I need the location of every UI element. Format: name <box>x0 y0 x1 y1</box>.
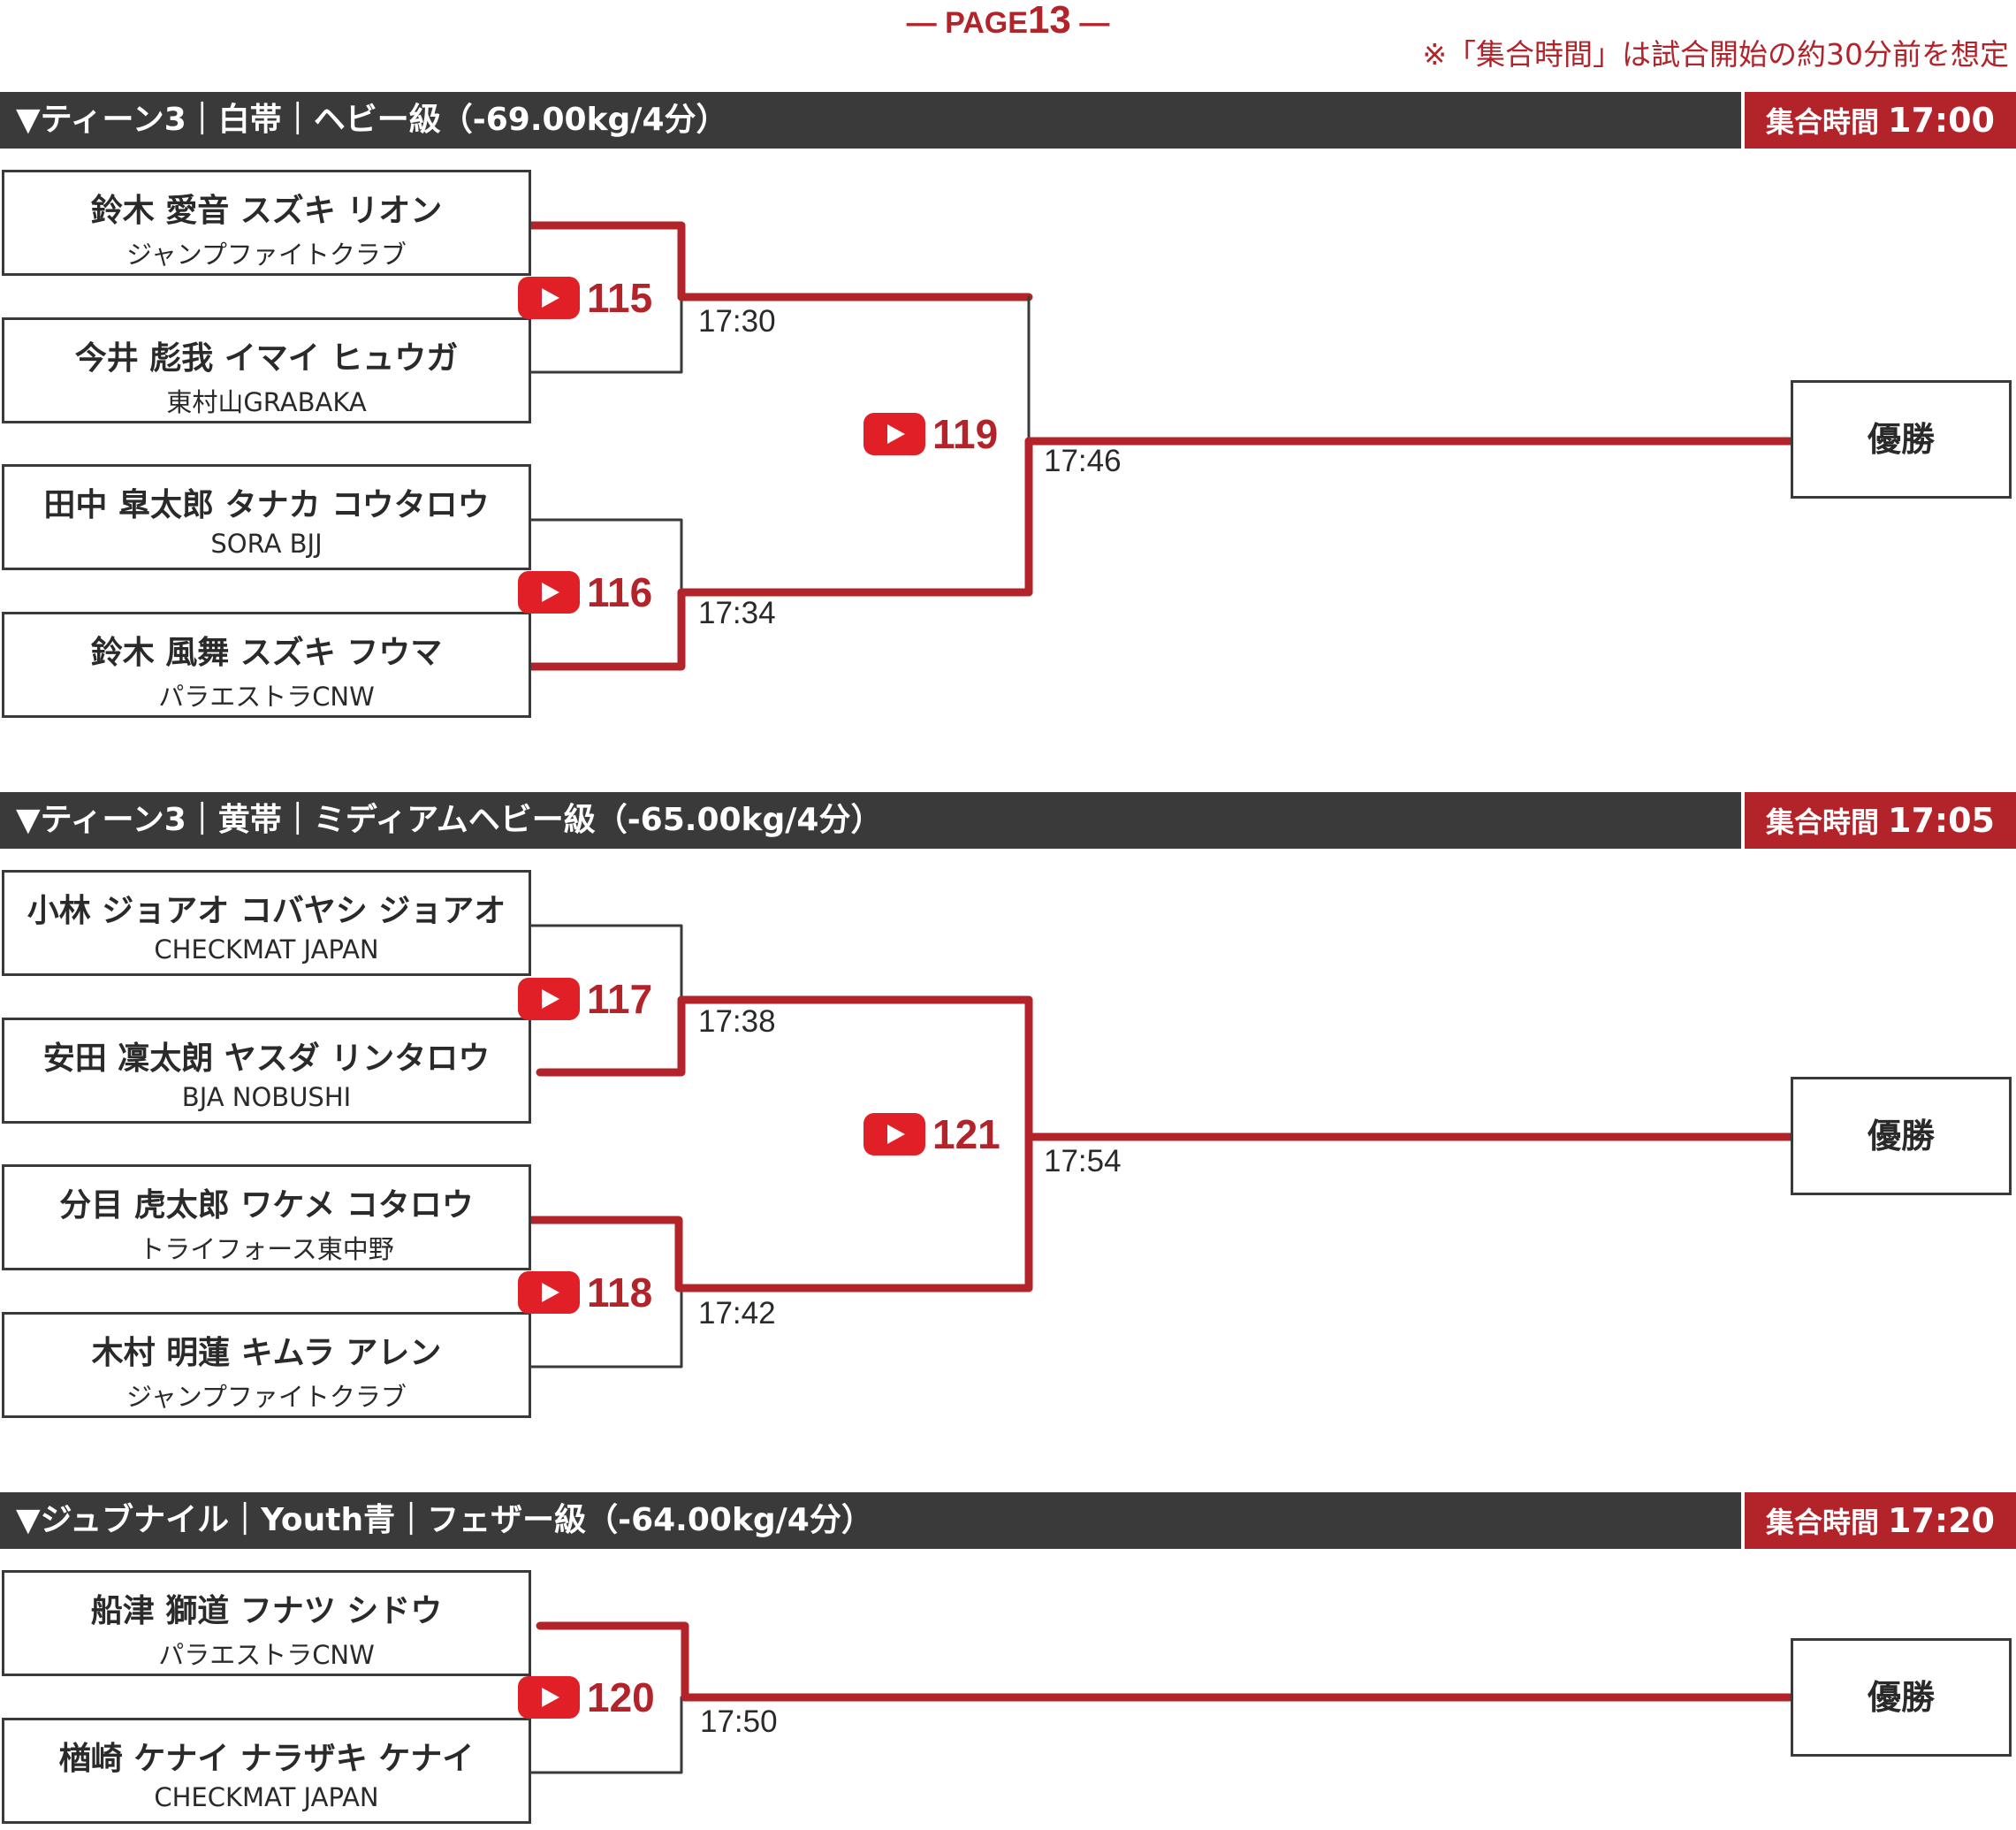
line-117-bottom <box>536 995 686 1077</box>
line-120-bottom <box>529 1696 683 1774</box>
player-box: 船津 獅道 フナツ シドウ パラエストラCNW <box>2 1570 531 1676</box>
player-team: ジャンプファイトクラブ <box>126 1382 407 1412</box>
bracket-header: ▼ティーン3｜白帯｜ヘビー級（-69.00kg/4分） <box>0 92 1741 149</box>
player-team: SORA BJJ <box>210 529 323 559</box>
line-118-bottom <box>529 1286 683 1369</box>
player-team: 東村山GRABAKA <box>166 387 367 417</box>
match-number: 120 <box>587 1674 655 1720</box>
line-116-top <box>529 518 683 594</box>
video-play-icon[interactable] <box>518 277 580 319</box>
match-time: 17:34 <box>698 596 776 630</box>
page-label: ― PAGE13 ― <box>906 0 1110 42</box>
line-115-bottom <box>529 295 683 374</box>
player-name: 鈴木 愛音 スズキ リオン <box>90 193 443 229</box>
player-name: 今井 彪我 イマイ ヒュウガ <box>74 340 459 377</box>
page-number: 13 <box>1027 0 1071 42</box>
video-play-icon[interactable] <box>518 1676 580 1719</box>
match-badge: 118 <box>518 1271 652 1314</box>
match-badge: 117 <box>518 978 652 1020</box>
player-name: 楢崎 ケナイ ナラザキ ケナイ <box>58 1741 475 1777</box>
line-116-bottom <box>527 588 686 671</box>
player-team: パラエストラCNW <box>158 1640 375 1670</box>
player-team: CHECKMAT JAPAN <box>154 934 379 965</box>
player-box: 鈴木 愛音 スズキ リオン ジャンプファイトクラブ <box>2 170 531 276</box>
assembly-time-note: ※「集合時間」は試合開始の約30分前を想定 <box>1422 37 2009 72</box>
player-box: 安田 凜太朗 ヤスダ リンタロウ BJA NOBUSHI <box>2 1018 531 1124</box>
line-115-top <box>527 221 686 301</box>
match-time: 17:42 <box>698 1296 776 1331</box>
video-play-icon[interactable] <box>518 978 580 1020</box>
player-box: 楢崎 ケナイ ナラザキ ケナイ CHECKMAT JAPAN <box>2 1718 531 1824</box>
match-time: 17:30 <box>698 304 776 339</box>
winner-box: 優勝 <box>1791 380 2012 499</box>
line-118-top <box>527 1216 683 1292</box>
winner-box: 優勝 <box>1791 1638 2012 1757</box>
match-time: 17:50 <box>700 1704 778 1739</box>
bracket-lines <box>527 221 1795 671</box>
bracket-title: ▼ティーン3｜白帯｜ヘビー級（-69.00kg/4分） <box>16 102 728 138</box>
match-time: 17:46 <box>1044 444 1122 478</box>
player-box: 今井 彪我 イマイ ヒュウガ 東村山GRABAKA <box>2 317 531 423</box>
player-box: 木村 明蓮 キムラ アレン ジャンプファイトクラブ <box>2 1312 531 1418</box>
match-badge: 121 <box>863 1113 1000 1155</box>
player-name: 小林 ジョアオ コバヤシ ジョアオ <box>27 893 506 929</box>
match-number: 121 <box>932 1111 1000 1157</box>
match-badge: 115 <box>518 277 652 319</box>
player-name: 鈴木 風舞 スズキ フウマ <box>90 635 443 671</box>
player-box: 小林 ジョアオ コバヤシ ジョアオ CHECKMAT JAPAN <box>2 870 531 976</box>
player-box: 田中 皐太郎 タナカ コウタロウ SORA BJJ <box>2 464 531 570</box>
match-number: 118 <box>587 1270 653 1315</box>
player-name: 安田 凜太朗 ヤスダ リンタロウ <box>42 1041 491 1077</box>
match-number: 119 <box>932 411 999 457</box>
player-team: パラエストラCNW <box>158 682 375 712</box>
player-name: 木村 明蓮 キムラ アレン <box>91 1335 442 1371</box>
match-number: 116 <box>587 569 653 615</box>
match-time: 17:38 <box>698 1004 776 1039</box>
bracket-title: ▼ジュブナイル｜Youth青｜フェザー級（-64.00kg/4分） <box>16 1502 873 1538</box>
video-play-icon[interactable] <box>863 1113 925 1155</box>
video-play-icon[interactable] <box>518 571 580 614</box>
video-play-icon[interactable] <box>863 413 925 455</box>
bracket-lines <box>529 1621 1795 1774</box>
match-badge: 120 <box>518 1676 655 1719</box>
player-box: 分目 虎太郎 ワケメ コタロウ トライフォース東中野 <box>2 1164 531 1270</box>
match-number: 115 <box>587 275 653 321</box>
bracket-header: ▼ティーン3｜黄帯｜ミディアムヘビー級（-65.00kg/4分） <box>0 792 1741 849</box>
bracket-header: ▼ジュブナイル｜Youth青｜フェザー級（-64.00kg/4分） <box>0 1492 1741 1549</box>
player-box: 鈴木 風舞 スズキ フウマ パラエストラCNW <box>2 612 531 718</box>
player-team: ジャンプファイトクラブ <box>126 240 407 270</box>
player-name: 田中 皐太郎 タナカ コウタロウ <box>43 487 490 523</box>
bracket-lines <box>527 924 1795 1369</box>
match-badge: 119 <box>863 413 998 455</box>
winner-box: 優勝 <box>1791 1077 2012 1195</box>
player-team: CHECKMAT JAPAN <box>154 1782 379 1812</box>
match-number: 117 <box>587 976 653 1022</box>
player-team: BJA NOBUSHI <box>181 1082 352 1112</box>
line-117-top <box>529 924 683 1002</box>
player-team: トライフォース東中野 <box>139 1234 394 1264</box>
player-name: 船津 獅道 フナツ シドウ <box>90 1593 443 1629</box>
line-120-top <box>536 1621 689 1702</box>
match-badge: 116 <box>518 571 652 614</box>
player-name: 分目 虎太郎 ワケメ コタロウ <box>59 1187 474 1224</box>
match-time: 17:54 <box>1044 1144 1122 1178</box>
bracket-title: ▼ティーン3｜黄帯｜ミディアムヘビー級（-65.00kg/4分） <box>16 802 883 838</box>
video-play-icon[interactable] <box>518 1271 580 1314</box>
